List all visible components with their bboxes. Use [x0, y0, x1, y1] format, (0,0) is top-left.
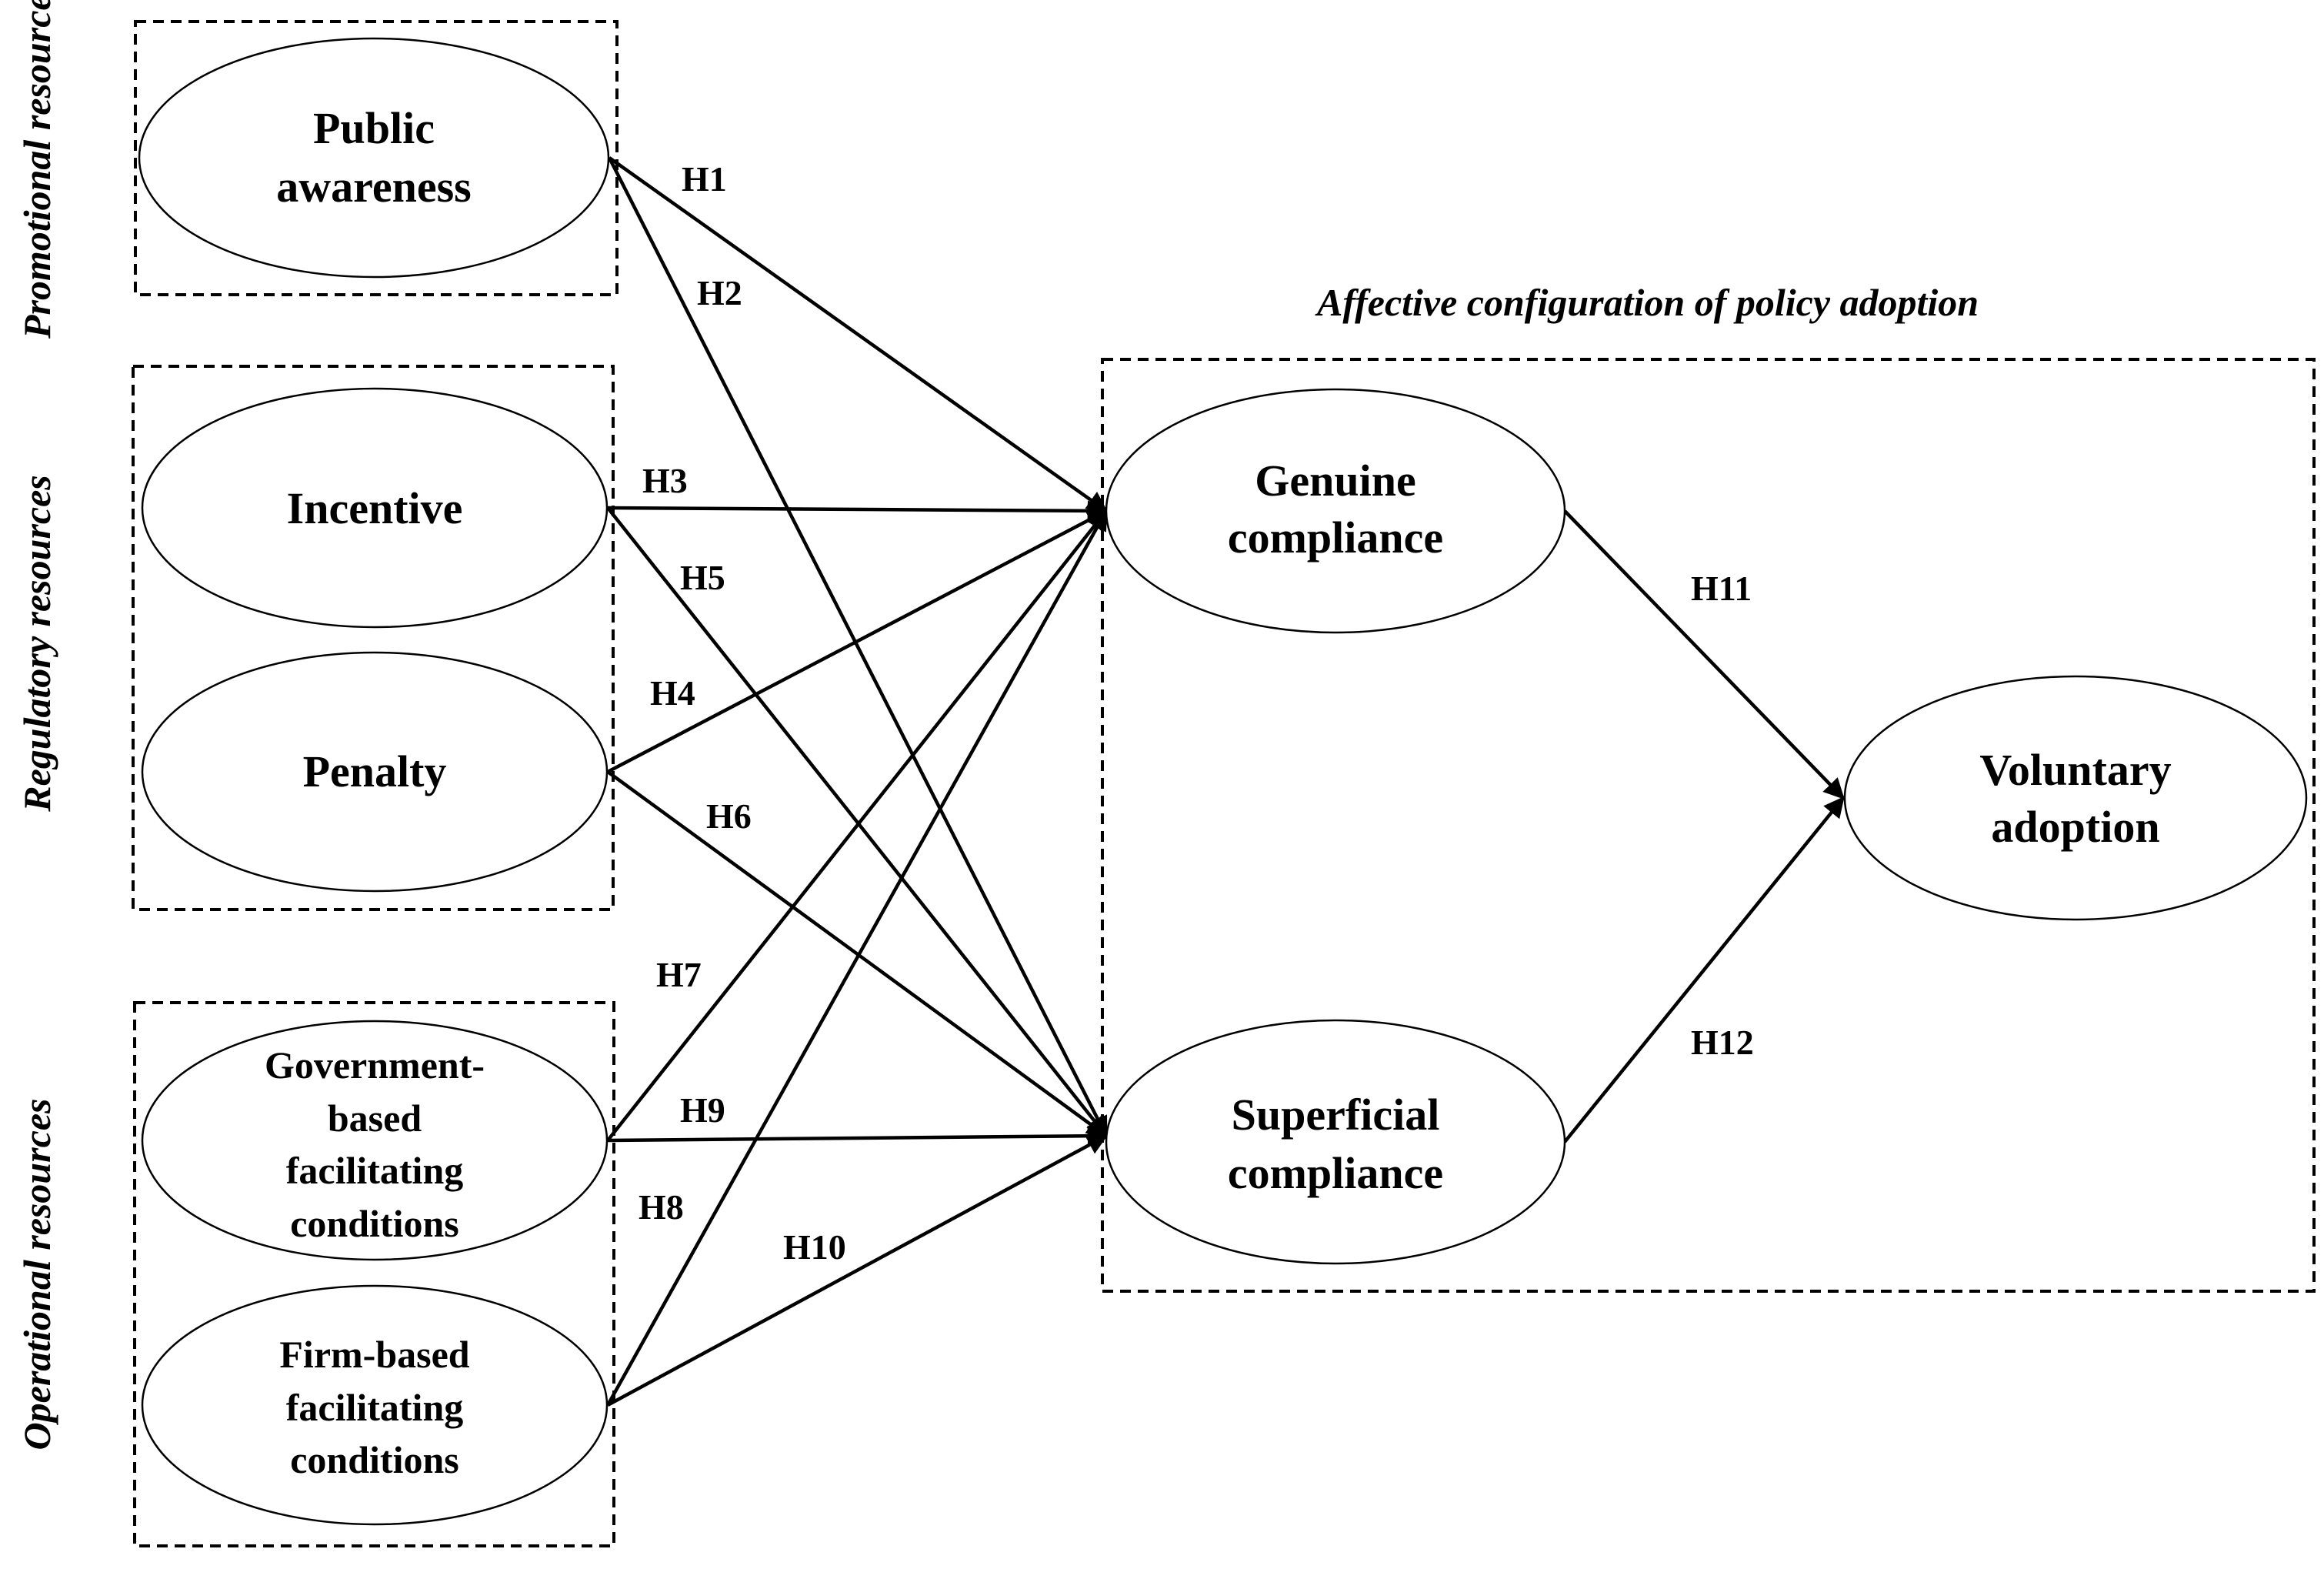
node-government-facilitating-line-2: based	[328, 1097, 422, 1140]
hypothesis-label-h1: H1	[682, 159, 727, 199]
hypothesis-label-h9: H9	[680, 1090, 725, 1130]
hypothesis-label-h7: H7	[656, 955, 702, 994]
arrow-h7	[606, 509, 1108, 1142]
node-genuine-compliance-line-2: compliance	[1228, 512, 1443, 563]
node-penalty-line-1: Penalty	[303, 746, 447, 796]
operational-group-label: Operational resources	[15, 1099, 58, 1450]
arrow-h4	[606, 509, 1109, 773]
arrow-h9	[607, 1125, 1109, 1147]
hypothesis-label-h3: H3	[642, 461, 688, 500]
node-government-facilitating-line-3: facilitating	[286, 1149, 464, 1192]
promotional-group-label: Promotional resources	[15, 0, 58, 339]
hypothesis-arrows	[606, 156, 1845, 1407]
hypothesis-label-h11: H11	[1691, 569, 1752, 608]
node-firm-facilitating-line-3: conditions	[290, 1438, 459, 1481]
node-voluntary-adoption: Voluntary adoption	[1843, 675, 2308, 921]
node-firm-facilitating-line-1: Firm-based	[279, 1333, 469, 1376]
hypothesis-label-h12: H12	[1691, 1023, 1754, 1062]
arrow-h6	[606, 770, 1109, 1137]
affective-group-box	[1101, 358, 2316, 1293]
hypothesis-label-h2: H2	[697, 273, 742, 312]
arrow-h8	[606, 509, 1108, 1407]
node-superficial-compliance: Superficial compliance	[1105, 1019, 1566, 1265]
arrow-h3	[607, 500, 1109, 522]
arrow-h1	[608, 156, 1109, 512]
operational-group-box	[133, 1001, 615, 1547]
arrow-h10	[606, 1134, 1109, 1407]
hypothesis-label-h4: H4	[650, 673, 695, 713]
hypothesis-label-h5: H5	[680, 558, 725, 597]
node-incentive: Incentive	[141, 387, 609, 629]
hypothesis-label-h10: H10	[783, 1227, 846, 1267]
arrow-h2	[607, 156, 1109, 1138]
hypothesis-label-h8: H8	[639, 1187, 684, 1227]
svg-text:Operational resources: Operational resources	[15, 1099, 58, 1450]
arrow-h11	[1563, 509, 1845, 800]
arrow-h12	[1563, 796, 1845, 1143]
arrow-h5	[606, 506, 1108, 1138]
node-government-facilitating-line-4: conditions	[290, 1202, 459, 1245]
node-government-facilitating-line-1: Government-	[265, 1043, 485, 1087]
regulatory-group-box	[132, 365, 615, 911]
affective-group-label: Affective configuration of policy adopti…	[1315, 281, 1979, 324]
node-genuine-compliance: Genuine compliance	[1105, 388, 1566, 634]
node-public-awareness-line-1: Public	[313, 103, 435, 153]
node-public-awareness-line-2: awareness	[276, 162, 471, 212]
node-incentive-line-1: Incentive	[287, 483, 463, 533]
node-firm-facilitating-line-2: facilitating	[286, 1386, 464, 1429]
promotional-group-box	[134, 20, 619, 296]
svg-text:Promotional resources: Promotional resources	[15, 0, 58, 339]
node-public-awareness: Public awareness	[138, 37, 610, 279]
node-genuine-compliance-line-1: Genuine	[1255, 456, 1416, 506]
hypothesis-label-h6: H6	[706, 796, 752, 836]
node-voluntary-adoption-line-1: Voluntary	[1979, 745, 2171, 795]
node-penalty: Penalty	[141, 651, 609, 893]
node-government-facilitating: Government- based facilitating condition…	[141, 1020, 609, 1261]
node-firm-facilitating: Firm-based facilitating conditions	[141, 1284, 609, 1526]
svg-text:Regulatory resources: Regulatory resources	[15, 475, 58, 813]
node-superficial-compliance-line-1: Superficial	[1232, 1090, 1440, 1140]
node-superficial-compliance-line-2: compliance	[1228, 1148, 1443, 1198]
node-voluntary-adoption-line-2: adoption	[1991, 802, 2159, 852]
regulatory-group-label: Regulatory resources	[15, 475, 58, 813]
